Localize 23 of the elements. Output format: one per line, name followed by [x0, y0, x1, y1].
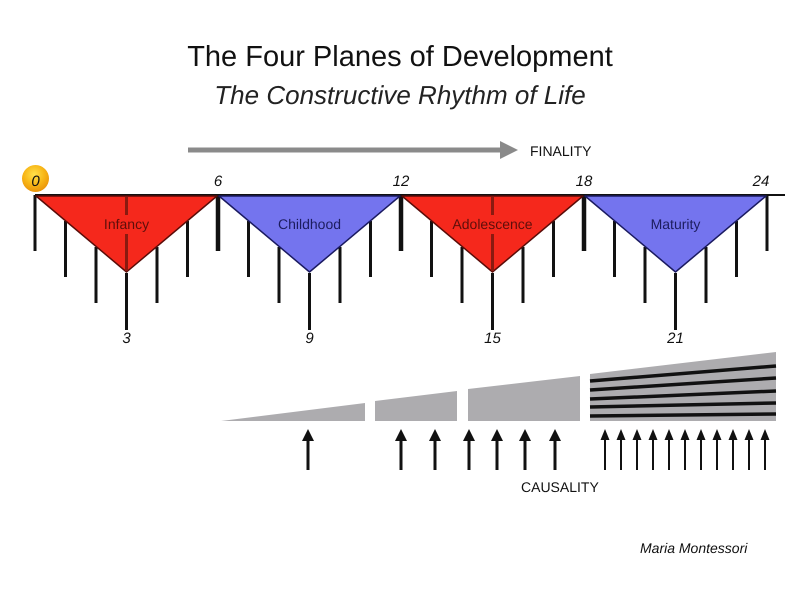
- age-number: 3: [122, 330, 131, 348]
- age-number: 15: [484, 330, 501, 348]
- diagram-title: The Four Planes of Development: [187, 40, 613, 74]
- stage-triangle: [218, 195, 401, 273]
- age-number: 24: [752, 173, 770, 191]
- connector-line: [125, 273, 128, 330]
- age-number: 18: [576, 173, 592, 191]
- stage-triangle: [584, 195, 767, 273]
- axis-caption: FINALITY: [530, 143, 592, 160]
- axis-caption: CAUSALITY: [521, 479, 599, 496]
- age-number: 12: [392, 173, 410, 191]
- connector-line: [491, 273, 494, 330]
- age-number: 9: [305, 330, 314, 348]
- stage-triangle: [35, 195, 218, 273]
- start-marker: [22, 165, 49, 192]
- age-number: 6: [214, 173, 222, 191]
- connector-line: [674, 273, 677, 330]
- connector-line: [308, 273, 311, 330]
- subtitle: The Constructive Rhythm of Life: [214, 81, 586, 110]
- age-number: 21: [667, 330, 684, 348]
- stage-triangle: [401, 195, 584, 273]
- age-number: 0: [31, 173, 40, 190]
- author-credit: Maria Montessori: [640, 540, 748, 557]
